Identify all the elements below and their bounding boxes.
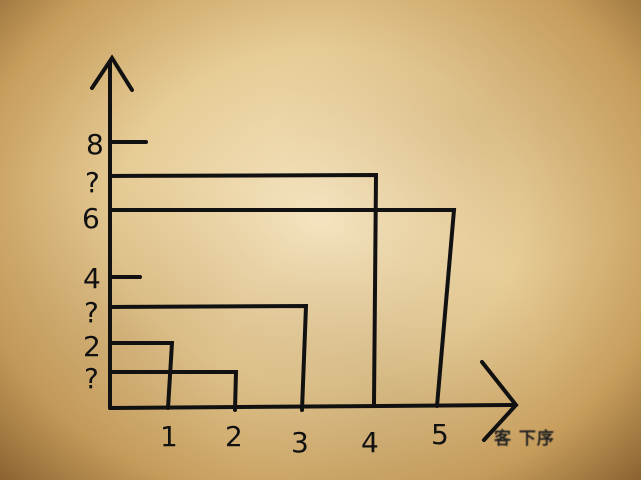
x-axis-name: 客 下序	[494, 429, 555, 449]
x-label-2: 2	[225, 420, 243, 453]
x-label-3: 3	[291, 426, 309, 459]
y-label-q2: ?	[84, 296, 99, 329]
rect-2	[108, 370, 239, 412]
rect-5	[108, 208, 457, 408]
y-label-q1: ?	[84, 362, 99, 395]
y-label-q3: ?	[85, 166, 100, 199]
x-label-5: 5	[431, 418, 449, 451]
rect-4	[108, 172, 379, 406]
y-label-6: 6	[82, 202, 100, 235]
x-label-1: 1	[160, 420, 178, 453]
x-axis	[108, 403, 516, 410]
y-label-8: 8	[86, 128, 104, 161]
x-label-4: 4	[361, 426, 379, 459]
y-label-4: 4	[83, 262, 101, 295]
x-axis-arrowhead	[480, 360, 519, 442]
rect-3	[108, 303, 309, 412]
y-label-2: 2	[83, 330, 101, 363]
y-axis-arrowhead	[90, 54, 134, 92]
rect-1	[108, 341, 175, 410]
